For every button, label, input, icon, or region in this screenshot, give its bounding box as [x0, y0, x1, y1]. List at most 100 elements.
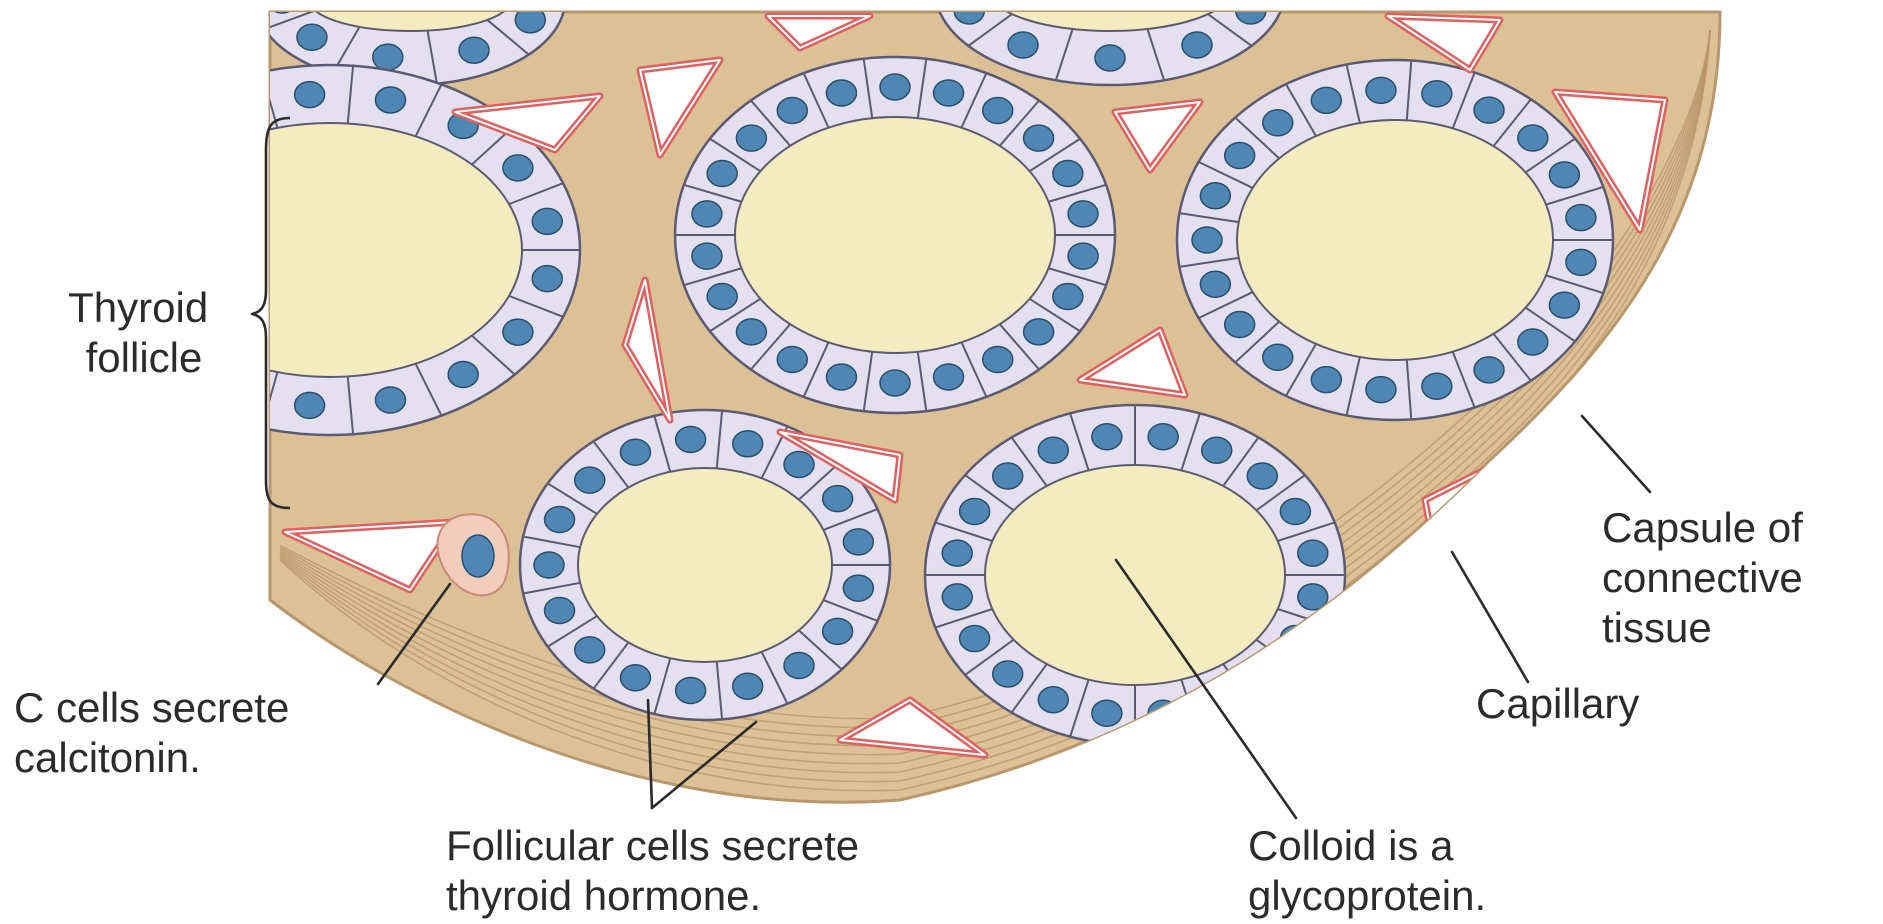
follicular-cell-nucleus: [1148, 700, 1178, 726]
follicular-cell-nucleus: [575, 637, 605, 663]
follicular-cell-nucleus: [503, 319, 533, 345]
follicular-cell-nucleus: [1549, 292, 1579, 318]
follicular-cell-nucleus: [1311, 367, 1341, 393]
follicular-cell-nucleus: [620, 439, 650, 465]
follicular-cell-nucleus: [823, 486, 853, 512]
follicle-right: [1177, 60, 1613, 420]
follicular-cell-nucleus: [1247, 661, 1277, 687]
follicle-layer: [80, 0, 1613, 745]
follicular-cell-nucleus: [934, 364, 964, 390]
follicular-cell-nucleus: [960, 626, 990, 652]
follicular-cell-nucleus: [993, 661, 1023, 687]
follicular-cell-nucleus: [733, 673, 763, 699]
leader-capillary: [1452, 552, 1528, 682]
follicular-cell-nucleus: [109, 181, 139, 207]
follicular-cell-nucleus: [1024, 319, 1054, 345]
follicular-cell-nucleus: [1298, 540, 1328, 566]
follicular-cell-nucleus: [1518, 329, 1548, 355]
follicular-cell-nucleus: [1068, 243, 1098, 269]
follicular-cell-nucleus: [1366, 77, 1396, 103]
label-thyroid-follicle: Thyroid follicle: [68, 284, 220, 381]
cell-border: [84, 273, 141, 284]
follicular-cell-nucleus: [983, 347, 1013, 373]
follicular-cell-nucleus: [942, 540, 972, 566]
cell-border: [1256, 640, 1305, 675]
colloid: [1237, 120, 1553, 360]
colloid: [735, 117, 1055, 353]
follicular-cell-nucleus: [1225, 143, 1255, 169]
follicular-cell-nucleus: [843, 529, 873, 555]
follicular-cell-nucleus: [459, 37, 489, 63]
leader-capsule: [1582, 416, 1650, 492]
follicular-cell-nucleus: [784, 653, 814, 679]
follicular-cell-nucleus: [152, 132, 182, 158]
follicular-cell-nucleus: [960, 498, 990, 524]
follicular-cell-nucleus: [373, 44, 403, 70]
follicular-cell-nucleus: [707, 161, 737, 187]
follicular-cell-nucleus: [1038, 687, 1068, 713]
label-colloid: Colloid is a glycoprotein.: [1248, 822, 1486, 919]
follicular-cell-nucleus: [942, 584, 972, 610]
follicular-cell-nucleus: [1474, 97, 1504, 123]
follicular-cell-nucleus: [880, 370, 910, 396]
follicular-cell-nucleus: [295, 392, 325, 418]
follicular-cell-nucleus: [1008, 32, 1038, 58]
follicular-cell-nucleus: [1225, 311, 1255, 337]
follicular-cell-nucleus: [1024, 125, 1054, 151]
label-c-cells: C cells secrete calcitonin.: [14, 684, 301, 781]
follicular-cell-nucleus: [733, 431, 763, 457]
label-capsule: Capsule of connective tissue: [1602, 504, 1814, 651]
colloid: [578, 468, 832, 662]
follicle-bottom-right: [925, 405, 1345, 745]
label-capillary: Capillary: [1476, 680, 1639, 727]
follicular-cell-nucleus: [532, 266, 562, 292]
follicular-cell-nucleus: [1247, 463, 1277, 489]
follicular-cell-nucleus: [983, 97, 1013, 123]
follicular-cell-nucleus: [843, 575, 873, 601]
follicular-cell-nucleus: [784, 451, 814, 477]
label-thyroid-follicle-line-1: Thyroid: [68, 284, 208, 331]
label-capsule-line-1: Capsule of: [1602, 504, 1803, 551]
follicular-cell-nucleus: [1263, 344, 1293, 370]
label-capsule-line-2: connective: [1602, 554, 1803, 601]
follicular-cell-nucleus: [777, 97, 807, 123]
follicular-cell-nucleus: [736, 319, 766, 345]
follicular-cell-nucleus: [575, 467, 605, 493]
follicular-cell-nucleus: [1422, 81, 1452, 107]
follicular-cell-nucleus: [707, 283, 737, 309]
follicular-cell-nucleus: [1236, 0, 1266, 24]
follicular-cell-nucleus: [1311, 87, 1341, 113]
follicular-cell-nucleus: [297, 24, 327, 50]
follicular-cell-nucleus: [545, 506, 575, 532]
follicular-cell-nucleus: [1202, 437, 1232, 463]
follicular-cell-nucleus: [1566, 249, 1596, 275]
label-c-cells-line-2: calcitonin.: [14, 734, 201, 781]
follicular-cell-nucleus: [534, 552, 564, 578]
follicular-cell-nucleus: [1095, 45, 1125, 71]
label-follicular-cells-line-1: Follicular cells secrete: [446, 822, 859, 869]
follicular-cell-nucleus: [1182, 32, 1212, 58]
follicular-cell-nucleus: [1474, 357, 1504, 383]
follicular-cell-nucleus: [954, 0, 984, 24]
follicle-center: [675, 57, 1115, 413]
follicular-cell-nucleus: [1566, 205, 1596, 231]
follicular-cell-nucleus: [993, 463, 1023, 489]
follicular-cell-nucleus: [880, 74, 910, 100]
follicular-cell-nucleus: [826, 80, 856, 106]
label-c-cells-line-1: C cells secrete: [14, 684, 289, 731]
follicular-cell-nucleus: [94, 237, 124, 263]
label-thyroid-follicle-line-2: follicle: [86, 334, 203, 381]
follicular-cell-nucleus: [676, 677, 706, 703]
follicular-cell-nucleus: [545, 598, 575, 624]
follicular-cell-nucleus: [1518, 125, 1548, 151]
follicular-cell-nucleus: [375, 387, 405, 413]
label-colloid-line-2: glycoprotein.: [1248, 872, 1486, 919]
label-follicular-cells: Follicular cells secrete thyroid hormone…: [446, 822, 871, 919]
follicular-cell-nucleus: [1280, 626, 1310, 652]
follicular-cell-nucleus: [1200, 183, 1230, 209]
follicular-cell-nucleus: [620, 665, 650, 691]
follicular-cell-nucleus: [823, 618, 853, 644]
follicular-cell-nucleus: [532, 208, 562, 234]
